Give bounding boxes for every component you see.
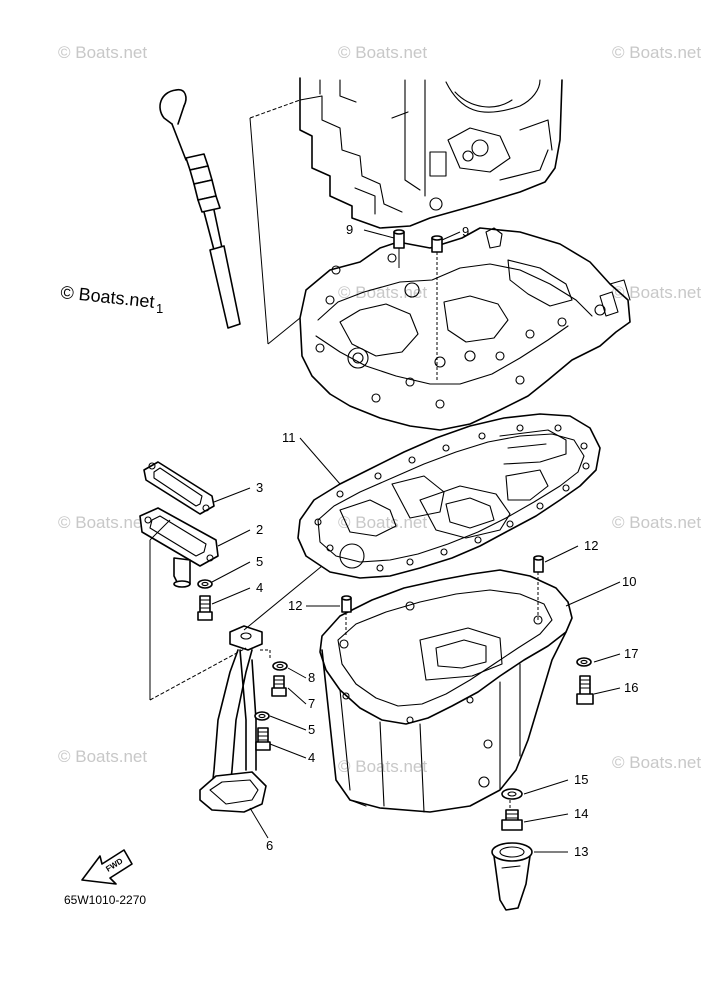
callout-12: 12 bbox=[288, 598, 302, 613]
upper-casing bbox=[299, 227, 631, 431]
dowel-pins-9 bbox=[393, 229, 443, 380]
callout-4: 4 bbox=[256, 580, 263, 595]
callout-2: 2 bbox=[256, 522, 263, 537]
callouts: 9 9 11 3 2 5 4 12 10 12 17 16 8 7 5 4 6 … bbox=[156, 222, 638, 859]
callout-3: 3 bbox=[256, 480, 263, 495]
dipstick bbox=[159, 88, 241, 329]
strainer-gasket bbox=[143, 461, 215, 515]
callout-8: 8 bbox=[308, 670, 315, 685]
watermark-dark: © Boats.net bbox=[60, 282, 156, 312]
callout-15: 15 bbox=[574, 772, 588, 787]
watermark-text: © Boats.net bbox=[612, 283, 701, 302]
callout-5: 5 bbox=[256, 554, 263, 569]
watermark-text: © Boats.net bbox=[58, 513, 147, 532]
watermark-text: © Boats.net bbox=[58, 747, 147, 766]
bolt-group-right bbox=[576, 657, 594, 705]
watermark-text: © Boats.net bbox=[612, 753, 701, 772]
watermarks: © Boats.net © Boats.net © Boats.net © Bo… bbox=[58, 43, 701, 776]
watermark-text: © Boats.net bbox=[338, 43, 427, 62]
callout-5: 5 bbox=[308, 722, 315, 737]
callout-10: 10 bbox=[622, 574, 636, 589]
gasket bbox=[297, 413, 601, 579]
leader-lines bbox=[211, 229, 621, 853]
callout-17: 17 bbox=[624, 646, 638, 661]
bolt-group-upper bbox=[197, 579, 213, 621]
forward-arrow-icon: FWD bbox=[81, 849, 133, 885]
callout-9: 9 bbox=[346, 222, 353, 237]
drain-parts bbox=[491, 788, 533, 911]
watermark-text: © Boats.net bbox=[612, 43, 701, 62]
callout-6: 6 bbox=[266, 838, 273, 853]
watermark-text: © Boats.net bbox=[338, 283, 427, 302]
diagram-code: 65W1010-2270 bbox=[64, 893, 146, 907]
watermark-text: © Boats.net bbox=[58, 43, 147, 62]
oil-strainer bbox=[199, 625, 267, 813]
watermark-text: © Boats.net bbox=[338, 513, 427, 532]
watermark-text: © Boats.net bbox=[338, 757, 427, 776]
oil-pan bbox=[319, 569, 573, 820]
callout-14: 14 bbox=[574, 806, 588, 821]
callout-4: 4 bbox=[308, 750, 315, 765]
callout-7: 7 bbox=[308, 696, 315, 711]
engine-block bbox=[299, 77, 563, 229]
callout-16: 16 bbox=[624, 680, 638, 695]
bolt-group-lower bbox=[254, 649, 288, 751]
dowel-pins-12 bbox=[341, 555, 544, 636]
callout-11: 11 bbox=[282, 430, 296, 445]
callout-12: 12 bbox=[584, 538, 598, 553]
callout-1: 1 bbox=[156, 301, 163, 316]
strainer-cover bbox=[139, 507, 219, 588]
watermark-text: © Boats.net bbox=[612, 513, 701, 532]
callout-9: 9 bbox=[462, 224, 469, 239]
callout-13: 13 bbox=[574, 844, 588, 859]
